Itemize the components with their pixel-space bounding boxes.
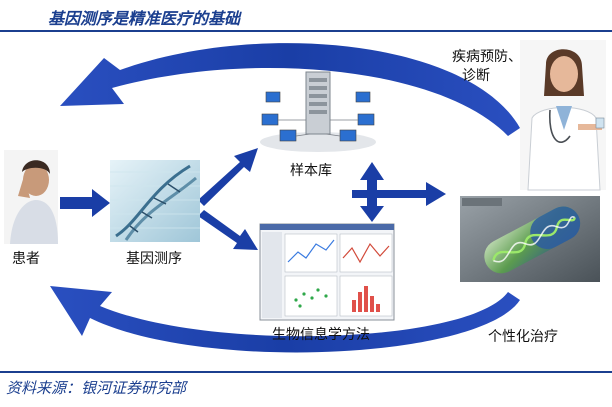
prevention-label-line2: 诊断: [462, 68, 490, 84]
page-title: 基因测序是精准医疗的基础: [48, 9, 241, 28]
prevention-label-line1: 疾病预防、: [452, 49, 522, 65]
bioinformatics-label: 生物信息学方法: [272, 327, 370, 343]
sequencing-to-bioinformatics-arrow: [198, 210, 258, 250]
sequencing-label: 基因测序: [126, 251, 182, 267]
doctor-photo: [520, 40, 606, 191]
sequencing-to-biobank-arrow: [198, 148, 258, 206]
biobank-label: 样本库: [290, 163, 332, 179]
software-screenshot-icon: [259, 223, 395, 321]
server-network-icon: [260, 71, 376, 152]
title-divider: [0, 30, 612, 32]
patient-to-sequencing-arrow: [60, 189, 110, 217]
bottom-arc-arrow: [50, 286, 520, 353]
patient-photo: [4, 150, 58, 244]
cross-arrow: [352, 162, 446, 222]
therapy-label: 个性化治疗: [488, 329, 558, 345]
footer-divider: [0, 371, 612, 373]
dna-sequencing-icon: [110, 160, 200, 242]
top-arc-arrow: [60, 43, 520, 136]
dna-capsule-icon: [460, 196, 600, 282]
patient-label: 患者: [12, 251, 40, 267]
source-note: 资料来源：银河证券研究部: [6, 379, 187, 397]
